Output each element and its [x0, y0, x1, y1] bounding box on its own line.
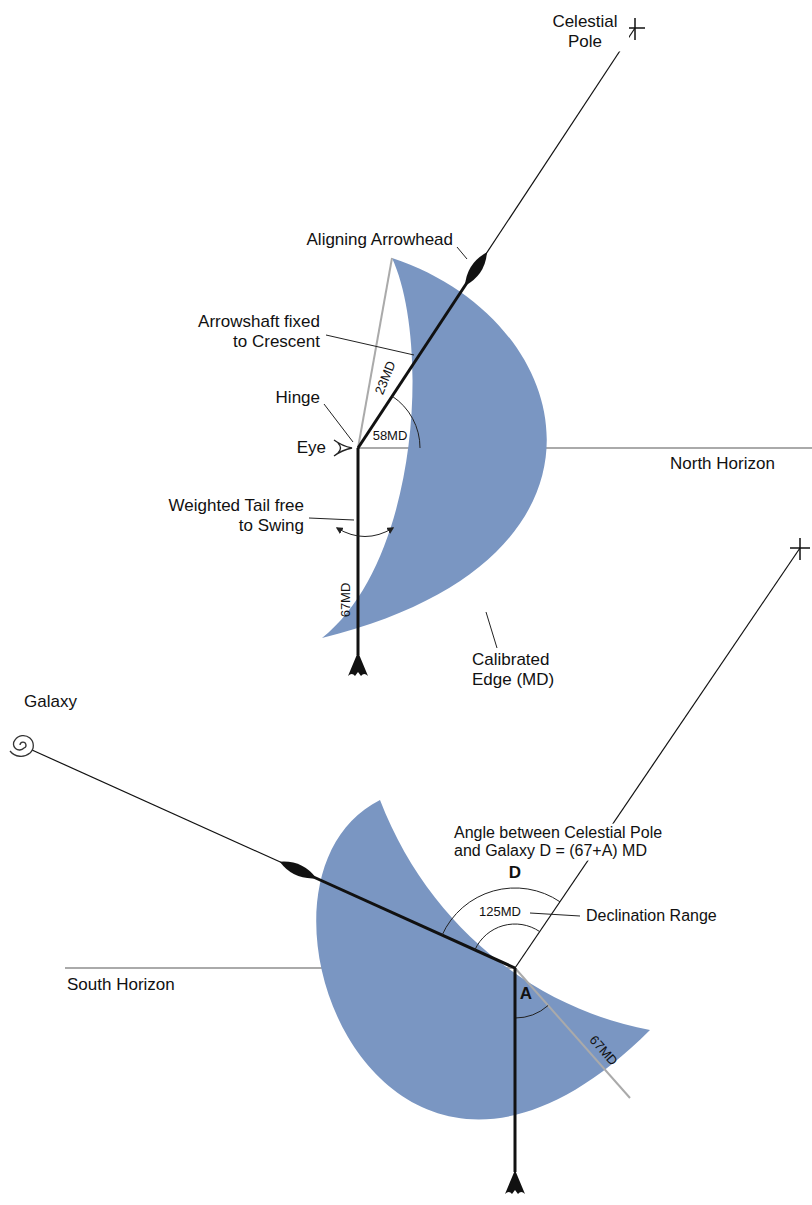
tail-label: Weighted Tail free to Swing: [162, 496, 306, 535]
aligning-arrowhead: [278, 857, 319, 883]
leader-line: [309, 518, 354, 520]
leader-line: [326, 335, 414, 355]
cross-bar: [799, 538, 801, 560]
arrowshaft: [358, 269, 476, 448]
formula-note: Angle between Celestial Pole and Galaxy …: [452, 824, 671, 861]
horizon-label: South Horizon: [65, 975, 177, 995]
aligning-arrowhead: [460, 249, 491, 288]
leader-line: [530, 913, 580, 916]
swing-arrow: [337, 528, 393, 537]
angle-arc: [442, 888, 560, 935]
galaxy-sight-line: [32, 750, 298, 870]
angle-symbol: A: [520, 984, 532, 1004]
crescent: [322, 258, 547, 638]
weighted-tail: [514, 968, 517, 1172]
angle-value: 58MD: [373, 429, 408, 444]
cross-bar: [634, 18, 636, 40]
galaxy-label: Galaxy: [22, 692, 79, 712]
weighted-tail: [357, 448, 360, 655]
pole-label: Celestial Pole: [541, 12, 629, 51]
arrowshaft-label: Arrowshaft fixed to Crescent: [178, 312, 322, 351]
eye-lid: [334, 440, 352, 456]
eye-label: Eye: [295, 438, 328, 458]
tail-weight: [505, 1170, 525, 1194]
leader-line: [486, 612, 497, 648]
galaxy-spiral: [10, 736, 33, 757]
leader-line: [457, 247, 467, 259]
gray-reference-line: [515, 968, 630, 1098]
range-label: Declination Range: [584, 907, 719, 925]
hinge-label: Hinge: [274, 388, 322, 408]
tail-weight: [348, 652, 368, 676]
leader-line: [324, 404, 353, 442]
celestial-pole-cross: [790, 538, 810, 560]
angle-value: 67MD: [586, 1033, 620, 1069]
pole-sight-line: [515, 548, 800, 968]
horizon-label: North Horizon: [668, 454, 777, 474]
arrowhead-label: Aligning Arrowhead: [305, 230, 455, 250]
eye-pupil: [338, 443, 341, 453]
angle-value: 23MD: [373, 359, 400, 397]
angle-symbol: D: [507, 863, 523, 883]
angle-value: 67MD: [339, 583, 354, 618]
angle-value: 125MD: [477, 905, 523, 920]
angle-arc: [515, 1006, 548, 1019]
angle-arc: [475, 924, 540, 950]
eye-symbol: [334, 440, 352, 456]
edge-label: Calibrated Edge (MD): [470, 650, 574, 689]
